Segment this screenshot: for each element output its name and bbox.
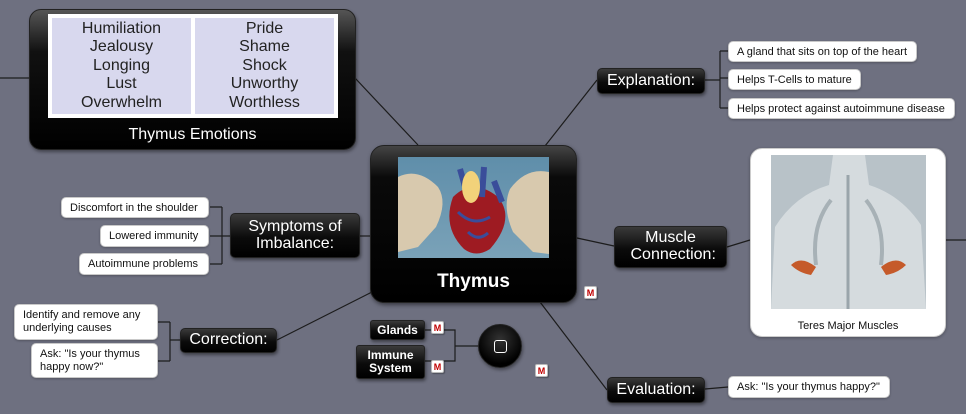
back-muscles-icon (771, 155, 926, 309)
muscle-image-card[interactable]: Teres Major Muscles (750, 148, 946, 337)
emotion-item: Unworthy (230, 75, 299, 93)
explanation-label: Explanation: (606, 71, 696, 89)
emotion-item: Worthless (229, 93, 300, 111)
emotions-node[interactable]: Humiliation Jealousy Longing Lust Overwh… (29, 9, 356, 150)
correction-item[interactable]: Ask: "Is your thymus happy now?" (31, 343, 158, 378)
symptoms-label: Symptoms of Imbalance: (248, 217, 342, 252)
heart-thymus-image (398, 157, 549, 258)
emotion-item: Shock (242, 56, 287, 74)
emotion-item: Shame (239, 38, 290, 56)
symptom-item[interactable]: Lowered immunity (100, 225, 209, 247)
emotions-left-column: Humiliation Jealousy Longing Lust Overwh… (50, 16, 193, 116)
emotions-title: Thymus Emotions (128, 126, 257, 143)
correction-label: Correction: (189, 331, 268, 349)
evaluation-item[interactable]: Ask: "Is your thymus happy?" (728, 376, 890, 398)
emotion-item: Humiliation (81, 19, 162, 37)
heart-icon (398, 157, 549, 258)
link-hub-node[interactable] (478, 324, 522, 368)
muscle-image-caption: Teres Major Muscles (797, 320, 899, 332)
explanation-item[interactable]: A gland that sits on top of the heart (728, 41, 917, 62)
symptom-item[interactable]: Autoimmune problems (79, 253, 209, 275)
emotions-table: Humiliation Jealousy Longing Lust Overwh… (48, 14, 338, 118)
explanation-item[interactable]: Helps protect against autoimmune disease (728, 98, 955, 119)
muscle-label: Muscle Connection: (630, 229, 716, 263)
immune-system-link-node[interactable]: Immune System (356, 345, 425, 379)
square-outline-icon (493, 339, 507, 353)
glands-link-node[interactable]: Glands (370, 320, 425, 340)
emotions-right-column: Pride Shame Shock Unworthy Worthless (193, 16, 336, 116)
explanation-item[interactable]: Helps T-Cells to mature (728, 69, 861, 90)
evaluation-node[interactable]: Evaluation: (607, 377, 705, 403)
central-title: Thymus (437, 271, 510, 292)
central-node-thymus[interactable]: Thymus (370, 145, 577, 303)
emotion-item: Jealousy (89, 38, 154, 56)
emotion-item: Longing (93, 56, 150, 74)
emotion-item: Pride (245, 19, 284, 37)
emotion-item: Lust (106, 75, 137, 93)
mindmap-link-icon[interactable]: M (535, 364, 548, 377)
correction-item[interactable]: Identify and remove any underlying cause… (14, 304, 158, 340)
back-muscles-image (771, 155, 926, 309)
symptom-item[interactable]: Discomfort in the shoulder (61, 197, 209, 218)
evaluation-label: Evaluation: (616, 380, 696, 398)
correction-node[interactable]: Correction: (180, 328, 277, 353)
muscle-connection-node[interactable]: Muscle Connection: (614, 226, 727, 268)
emotion-item: Overwhelm (81, 93, 162, 111)
mindmap-link-icon[interactable]: M (431, 360, 444, 373)
mindmap-link-icon[interactable]: M (431, 321, 444, 334)
mindmap-link-icon[interactable]: M (584, 286, 597, 299)
symptoms-node[interactable]: Symptoms of Imbalance: (230, 213, 360, 258)
explanation-node[interactable]: Explanation: (597, 68, 705, 94)
